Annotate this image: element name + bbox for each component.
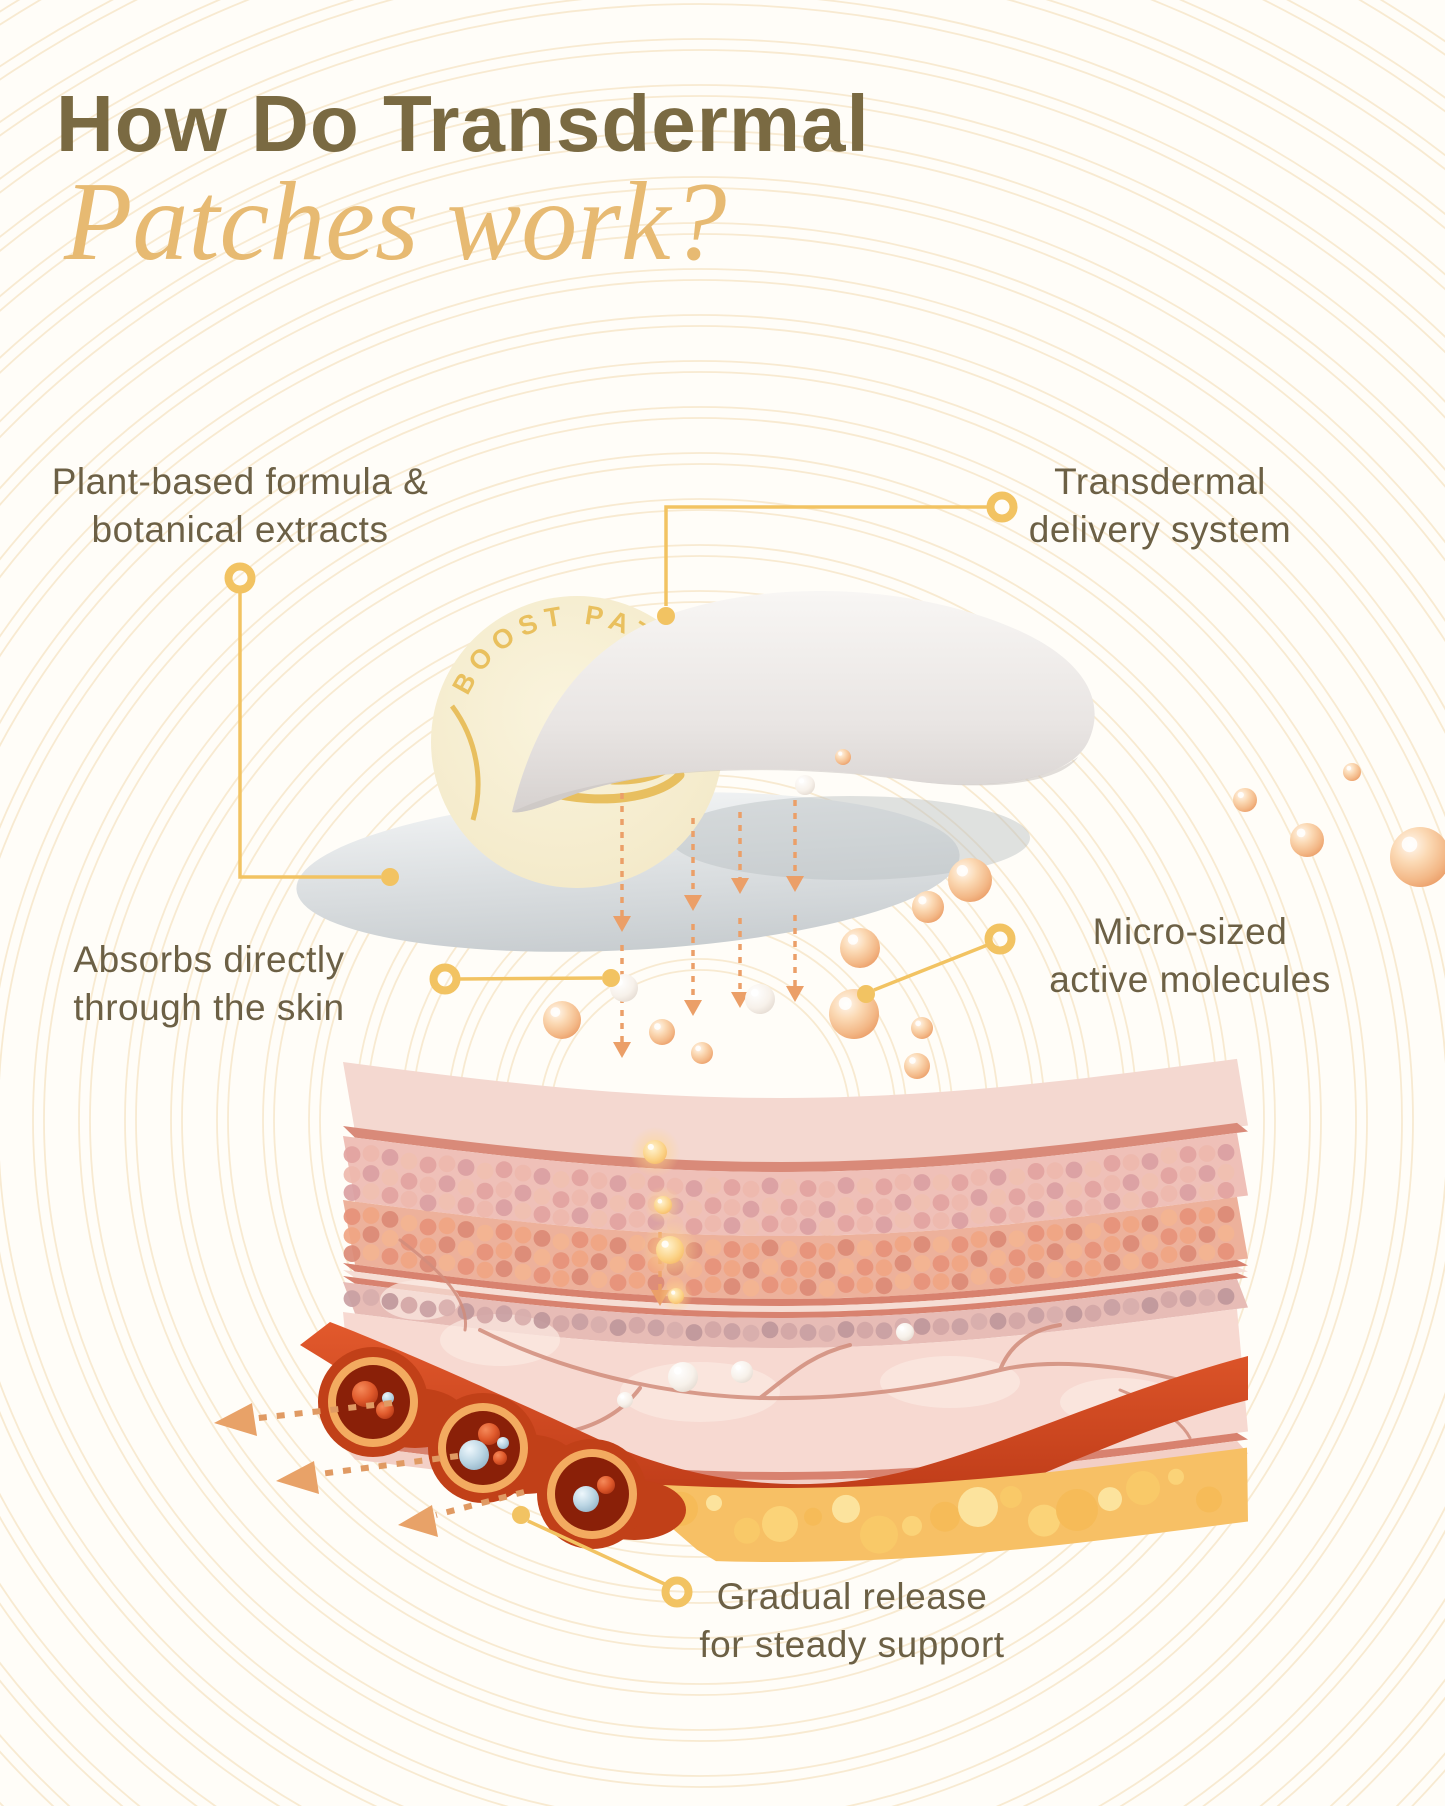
bloodstream-release-arrows-icon [214,1400,525,1537]
micro-connector [857,923,1016,1003]
micro-connector-ring-icon [984,923,1016,955]
delivery-connector [657,491,1018,625]
label-line: active molecules [1049,959,1331,1000]
label-line: through the skin [73,987,345,1028]
fat-layer [620,1447,1248,1562]
plant-connector-ring-icon [224,562,256,594]
release-connector-ring-icon [661,1576,693,1608]
release-connector [512,1506,693,1608]
patch-illustration: BOOST PATCH [296,590,1095,952]
delivery-connector-ring-icon [986,491,1018,523]
label-line: Plant-based formula & [51,461,429,502]
blood-vessel-tubes [318,1347,686,1549]
page-subtitle: Patches work? [64,160,727,284]
label-line: Micro-sized [1092,911,1288,952]
label-transdermal-delivery: Transdermal delivery system [950,458,1370,554]
label-line: botanical extracts [91,509,389,550]
label-connectors [224,491,1018,1608]
label-line: for steady support [699,1624,1005,1665]
patch-peeled-flap [512,590,1095,813]
label-gradual-release: Gradual release for steady support [652,1573,1052,1669]
label-plant-based-formula: Plant-based formula & botanical extracts [20,458,460,554]
label-line: Transdermal [1054,461,1266,502]
label-line: delivery system [1028,509,1292,550]
absorb-connector [429,963,620,995]
page-title: How Do Transdermal [56,79,870,168]
active-molecules [543,749,1445,1408]
label-absorbs-directly: Absorbs directly through the skin [18,936,400,1032]
absorb-connector-ring-icon [429,963,461,995]
label-micro-sized-molecules: Micro-sized active molecules [990,908,1390,1004]
label-line: Gradual release [716,1576,988,1617]
label-line: Absorbs directly [73,939,345,980]
plant-connector [224,562,399,886]
